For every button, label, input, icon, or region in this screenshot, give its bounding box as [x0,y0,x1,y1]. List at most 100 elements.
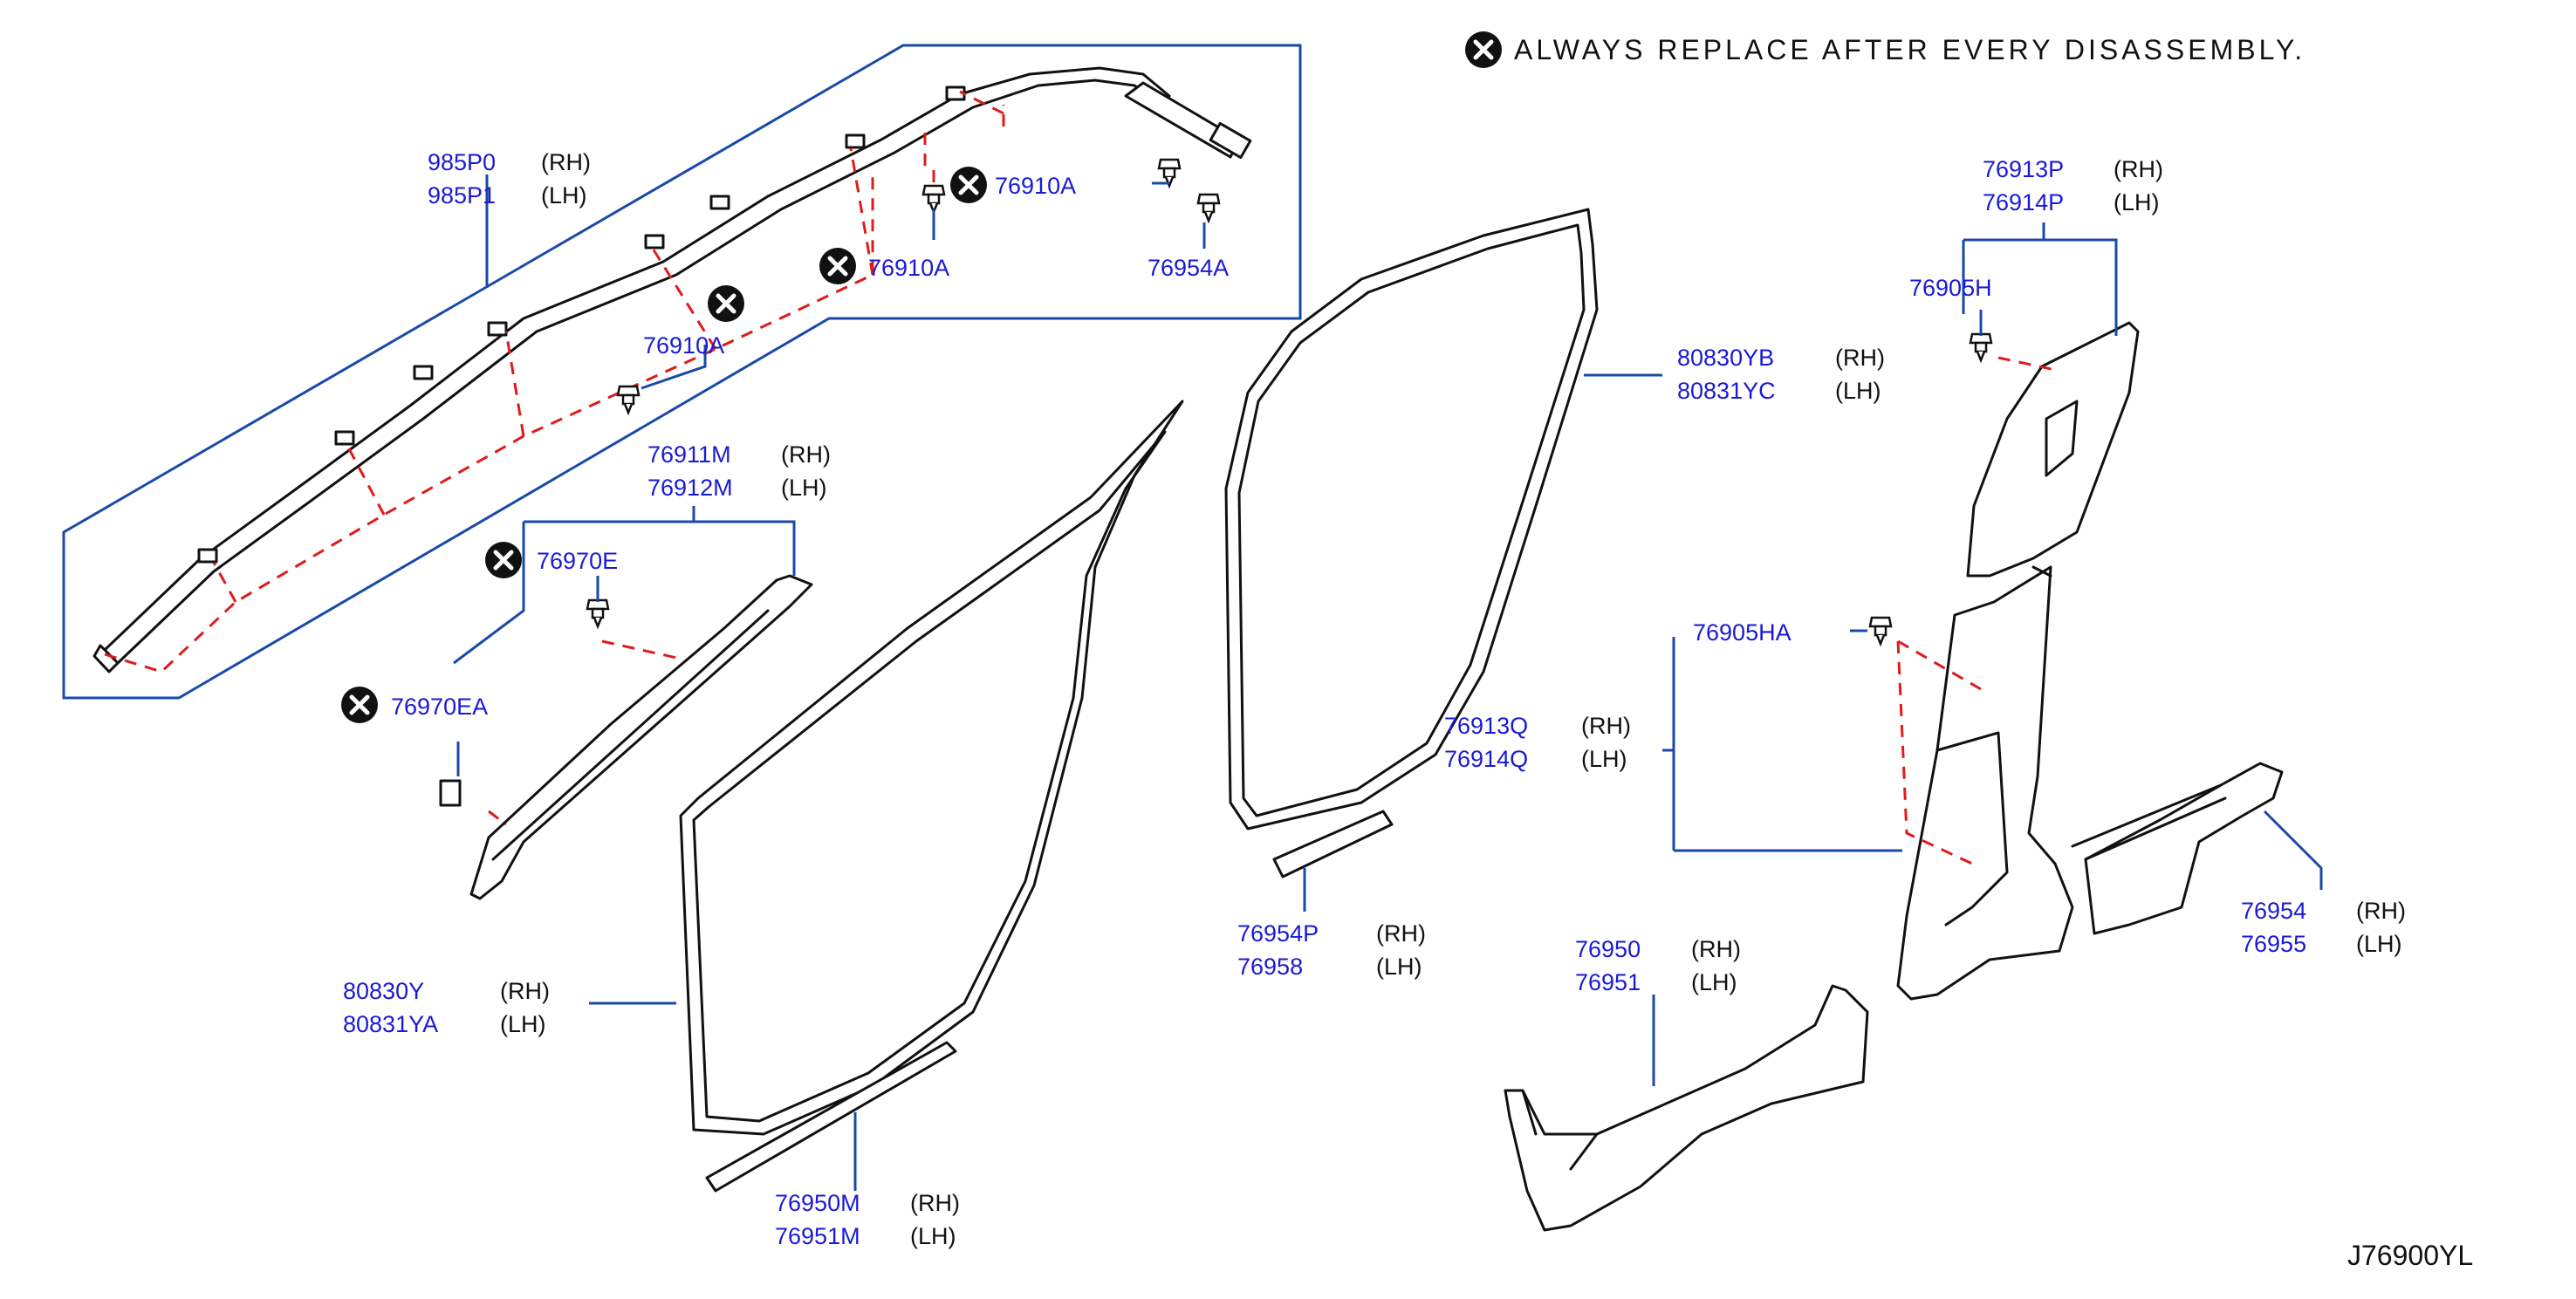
callout-76950: 76950 (RH) [1575,936,1741,962]
x-circle-icon [950,167,987,203]
part-number: 76910A [995,173,1076,199]
front-kick-strip [705,1041,957,1193]
x-circle-icon [708,285,744,322]
callout-76954p: 76954P (RH) [1237,920,1426,947]
fit-line [1896,639,1982,865]
part-number: 76970E [537,548,618,574]
callout-76954a: 76954A [1148,255,1229,281]
callout-80831yc: 80831YC (LH) [1677,378,1881,404]
clip-76970e [586,598,610,628]
side-label: (RH) [2114,156,2163,182]
b-pillar-upper-body [1966,321,2140,578]
mount-tab [197,548,218,564]
front-kicking-plate [1504,984,1869,1232]
b-pillar-lower-edge [1935,565,2052,926]
side-label: (LH) [1376,954,1422,980]
side-label: (LH) [2114,189,2160,215]
rear-kicking-plate [2071,762,2323,935]
a-pillar-trim-edge [491,609,770,861]
callout-76955: 76955 (LH) [2241,931,2402,957]
front-kicking-plate-body [1504,984,1869,1232]
bolt-76910a [921,184,946,214]
leader-76954a [1152,181,1206,249]
callout-76905ha: 76905HA [1693,619,1792,646]
fit-line [212,90,1005,603]
callout-76914p: 76914P (LH) [1983,189,2160,215]
part-number: 76910A [643,332,724,359]
callout-76958: 76958 (LH) [1237,954,1422,980]
callout-76970e: 76970E [485,542,618,578]
front-door-weatherstrip [589,400,1184,1136]
part-number: 76970EA [391,694,488,720]
callout-76950m: 76950M (RH) [775,1190,960,1216]
callout-985p1: 985P1 (LH) [428,182,587,209]
x-circle-icon [485,542,522,578]
mount-tab [334,430,355,446]
callout-76914q: 76914Q (LH) [1444,746,1627,772]
side-label: (RH) [910,1190,960,1216]
part-number: 76951 [1575,969,1641,995]
side-label: (RH) [781,441,831,468]
fit-line [488,639,682,826]
curtain-airbag-rail [103,66,1171,652]
mount-tab [845,133,866,149]
part-number: 76914Q [1444,746,1528,772]
airbag-group-box [62,44,1302,700]
callout-76910a-3: 76910A [643,285,744,359]
inflator-end [1209,121,1252,160]
mount-tab [487,321,508,337]
leader-76913p [1962,222,2118,336]
clip-76905ha [1868,616,1893,646]
part-number: 80830YB [1677,345,1774,371]
weatherstrip-inner [692,430,1167,1123]
a-pillar-trim-body [469,574,813,900]
x-circle-icon [1465,31,1502,68]
a-pillar-trim [439,506,813,900]
leader-76913q [1662,637,1902,852]
callout-76913q: 76913Q (RH) [1444,713,1631,739]
mount-tab [413,365,434,380]
callout-76910a-2: 76910A [819,248,949,284]
rear-kicking-plate-edge [2071,783,2227,861]
part-number: 76954 [2241,898,2306,924]
part-number: 76911M [647,441,731,468]
side-label: (LH) [1691,969,1737,995]
rear-door-weatherstrip [1224,208,1662,831]
rear-weatherstrip-inner [1237,223,1586,817]
part-number: 76954P [1237,920,1319,947]
b-pillar-upper-window [2045,400,2079,477]
part-number: 76913P [1983,156,2064,182]
part-number: 76905H [1909,275,1992,301]
callout-76954: 76954 (RH) [2241,898,2406,924]
side-label: (LH) [1581,746,1627,772]
x-circle-icon [341,687,378,723]
rear-kicking-plate-body [2084,762,2284,935]
leader-76954 [2263,810,2323,890]
part-number: 76951M [775,1223,860,1249]
callout-80830y: 80830Y (RH) [343,978,550,1004]
header-note: ALWAYS REPLACE AFTER EVERY DISASSEMBLY. [1465,31,2302,68]
side-label: (RH) [541,149,591,175]
callout-76911m: 76911M (RH) [647,441,831,468]
part-number: 80830Y [343,978,424,1004]
callout-76913p: 76913P (RH) [1983,156,2163,182]
part-number: 80831YA [343,1011,438,1037]
b-pillar-lower [1662,565,2074,1001]
callout-76912m: 76912M (LH) [647,475,827,501]
front-kick-strip-body [705,1041,957,1193]
part-number: 76958 [1237,954,1303,980]
callout-76910a-1: 76910A [950,167,1076,203]
callout-80830yb: 80830YB (RH) [1677,345,1885,371]
rear-kick-strip [1272,810,1394,912]
side-label: (LH) [500,1011,546,1037]
side-label: (RH) [1691,936,1741,962]
fit-line [104,174,874,673]
side-label: (RH) [1835,345,1885,371]
bolt-76910a [616,385,641,414]
part-number: 76913Q [1444,713,1528,739]
part-number: 76914P [1983,189,2064,215]
front-kicking-plate-edge [1521,1089,1599,1171]
callout-76905h: 76905H [1909,275,1992,301]
